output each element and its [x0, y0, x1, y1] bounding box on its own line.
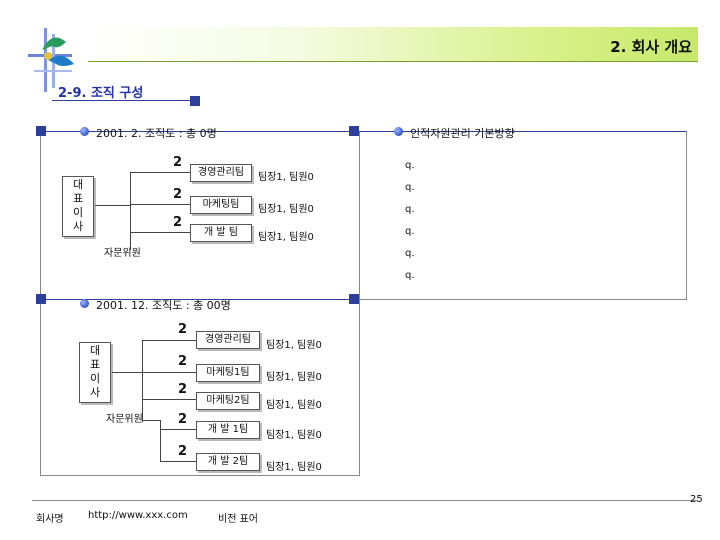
advisor-label-2: 자문위원: [106, 414, 143, 425]
team-staff: 팀장1, 팀원0: [266, 400, 322, 411]
org1-title: 2001. 2. 조직도 : 총 0명: [96, 127, 217, 140]
team-staff: 팀장1, 팀원0: [266, 430, 322, 441]
trunk-2b-link: [142, 420, 160, 421]
branch-2-0: [142, 340, 197, 341]
team-box: 경영관리팀: [196, 331, 260, 349]
frame-marker-mid: [349, 126, 359, 136]
team-staff: 팀장1, 팀원0: [266, 462, 322, 473]
team-staff: 팀장1, 팀원0: [266, 372, 322, 383]
team-box: 개 발 1팀: [196, 421, 260, 439]
team-count: 2: [173, 155, 183, 170]
team-count: 2: [178, 382, 188, 397]
team-staff: 팀장1, 팀원0: [258, 232, 314, 243]
team-count: 2: [173, 215, 183, 230]
bullet-org2: [80, 299, 89, 308]
advisor-line-1: [130, 236, 131, 250]
branch-2-2: [142, 399, 197, 400]
team-count: 2: [178, 354, 188, 369]
bullet-policy: [394, 127, 403, 136]
page-number: 25: [690, 494, 703, 505]
policy-item: q.: [405, 160, 415, 171]
org2-title: 2001. 12. 조직도 : 총 00명: [96, 299, 231, 312]
team-box: 마케팅1팀: [196, 364, 260, 382]
ceo-connector-1: [95, 205, 130, 206]
advisor-label-1: 자문위원: [104, 248, 141, 259]
footer-url[interactable]: http://www.xxx.com: [88, 510, 188, 521]
team-count: 2: [173, 187, 183, 202]
org-frame-top-line: [36, 131, 358, 132]
team-staff: 팀장1, 팀원0: [266, 340, 322, 351]
branch-2-1: [142, 372, 197, 373]
org-frame-bottom: [40, 299, 360, 476]
team-count: 2: [178, 444, 188, 459]
trunk-2: [142, 340, 143, 422]
branch-1-0: [130, 172, 190, 173]
page-header-title: 2. 회사 개요: [610, 38, 692, 56]
team-box: 개 발 팀: [190, 224, 252, 242]
branch-1-1: [130, 204, 190, 205]
frame-marker-mid-2: [349, 294, 359, 304]
policy-title: 인적자원관리 기본방향: [410, 127, 515, 140]
team-box: 마케팅팀: [190, 196, 252, 214]
trunk-2b: [160, 420, 161, 462]
footer-slogan: 비전 표어: [218, 514, 258, 525]
header-bar: [88, 27, 698, 62]
section-title: 2-9. 조직 구성: [58, 86, 144, 101]
branch-1-2: [130, 232, 190, 233]
policy-frame: [356, 131, 687, 300]
team-box: 마케팅2팀: [196, 392, 260, 410]
footer-rule: [32, 500, 698, 501]
ceo-connector-2: [112, 372, 142, 373]
branch-2-3: [160, 429, 197, 430]
policy-item: q.: [405, 182, 415, 193]
policy-item: q.: [405, 248, 415, 259]
team-count: 2: [178, 322, 188, 337]
team-count: 2: [178, 412, 188, 427]
frame-marker-left-2: [36, 294, 46, 304]
team-box: 개 발 2팀: [196, 453, 260, 471]
footer-company: 회사명: [36, 514, 64, 525]
logo-icon: [28, 28, 74, 92]
team-box: 경영관리팀: [190, 164, 252, 182]
policy-item: q.: [405, 204, 415, 215]
frame-marker-left: [36, 126, 46, 136]
org-frame-bottom-line: [36, 299, 358, 300]
team-staff: 팀장1, 팀원0: [258, 172, 314, 183]
bullet-org1: [80, 127, 89, 136]
section-marker: [190, 96, 200, 106]
section-underline: [52, 100, 198, 101]
policy-item: q.: [405, 270, 415, 281]
team-staff: 팀장1, 팀원0: [258, 204, 314, 215]
branch-2-4: [160, 461, 197, 462]
policy-frame-line: [356, 131, 686, 132]
policy-item: q.: [405, 226, 415, 237]
